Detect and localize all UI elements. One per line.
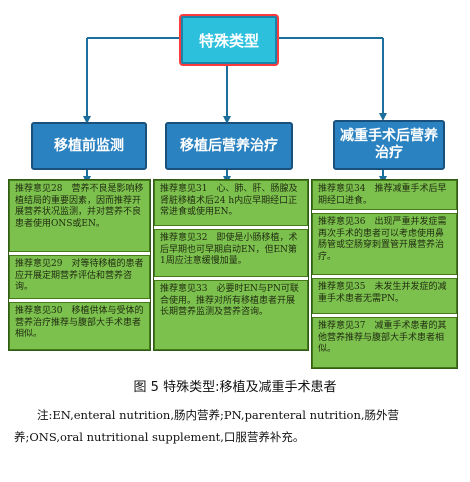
recommendation-32: 推荐意见32 即使是小肠移植，术后早期也可早期启动EN，但EN第1周应注意缓慢加… [154,229,308,277]
category-pre-transplant: 移植前监测 [31,122,147,170]
recommendation-33: 推荐意见33 必要时EN与PN可联合使用。推荐对所有移植患者开展长期营养监测及营… [154,280,308,350]
recommendation-34: 推荐意见34 推荐减重手术后早期经口进食。 [312,180,457,210]
connector-lines [83,37,387,184]
root-node-label: 特殊类型 [198,31,259,50]
category-post-label: 移植后营养治疗 [180,137,278,154]
recommendation-37: 推荐意见37 减重手术患者的其他营养推荐与腹部大手术患者相似。 [312,317,457,368]
recommendation-35: 推荐意见35 未发生并发症的减重手术患者无需PN。 [312,278,457,314]
category-post-transplant: 移植后营养治疗 [165,122,293,170]
figure-note: 注:EN,enteral nutrition,肠内营养;PN,parentera… [14,408,400,444]
recommendation-29: 推荐意见29 对等待移植的患者应开展定期营养评估和营养咨询。 [9,255,150,299]
recommendation-31: 推荐意见31 心、肺、肝、肠腺及肾脏移植术后24 h内应早期经口正常进食或使用E… [154,180,308,226]
recommendation-36: 推荐意见36 出现严重并发症需再次手术的患者可以考虑使用鼻肠管或空肠穿刺置管开展… [312,213,457,275]
category-bariatric-label: 减重手术后营养治疗 [340,128,438,161]
category-bariatric: 减重手术后营养治疗 [333,120,445,170]
recommendation-30: 推荐意见30 移植供体与受体的营养治疗推荐与腹部大手术患者相似。 [9,302,150,350]
recommendation-28: 推荐意见28 营养不良是影响移植结局的重要因素，因而推荐开展营养状况监测，并对营… [9,180,150,252]
pre-recommendation-column [8,179,151,351]
category-pre-label: 移植前监测 [54,137,124,154]
figure-caption: 图 5 特殊类型:移植及减重手术患者 [133,380,337,395]
post-recommendation-column [153,179,309,351]
bariatric-recommendation-column [311,179,458,369]
root-node-special-types: 特殊类型 [181,16,277,64]
